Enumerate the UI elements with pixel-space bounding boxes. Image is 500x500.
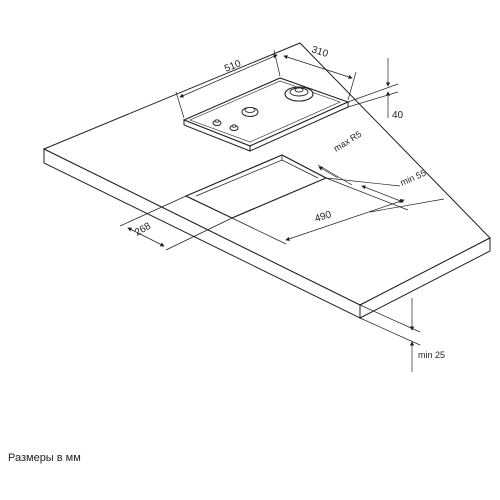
label-cutout-width: 490: [314, 209, 334, 225]
label-hob-height: 40: [392, 110, 404, 121]
label-hob-depth: 310: [310, 44, 330, 60]
label-cutout-depth: 268: [133, 221, 153, 239]
units-caption: Размеры в мм: [8, 452, 81, 464]
label-below-clearance: min 25: [418, 350, 445, 360]
dimension-lines: [119, 49, 445, 372]
